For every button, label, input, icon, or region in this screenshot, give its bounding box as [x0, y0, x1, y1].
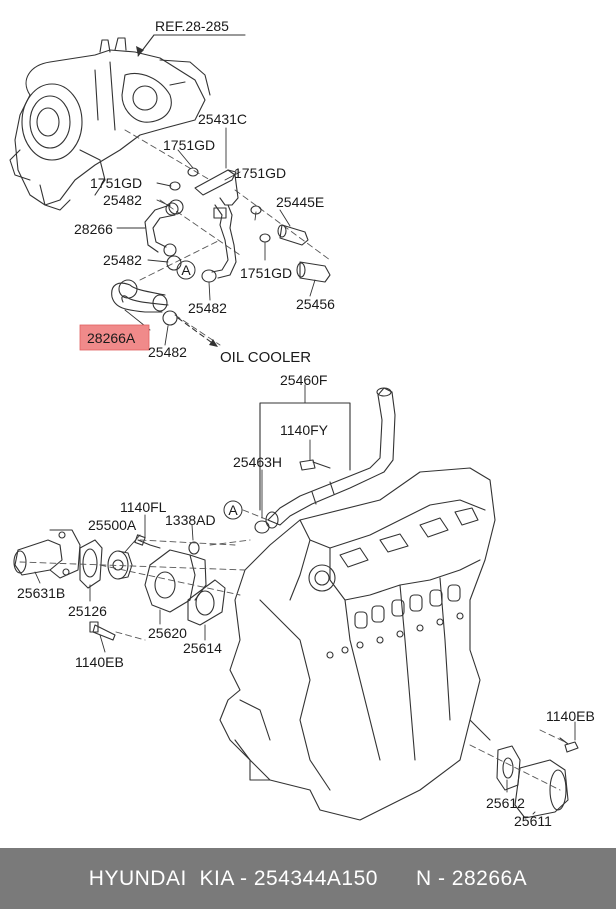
label-1751GD: 1751GD: [234, 165, 286, 181]
engine-block: [219, 467, 496, 821]
bolt-25445E: [277, 224, 309, 246]
label-25611: 25611: [514, 813, 552, 829]
gasket-25612: [496, 745, 521, 791]
label-25431C: 25431C: [198, 111, 247, 127]
label-1751GD: 1751GD: [240, 265, 292, 281]
bolt-1140FY: [299, 459, 331, 471]
label-oil-cooler: OIL COOLER: [220, 349, 311, 366]
pipe-25460F: [265, 387, 396, 529]
label-25614: 25614: [183, 640, 222, 656]
bolt-25456: [296, 261, 331, 283]
label-1751GD: 1751GD: [90, 175, 142, 191]
ref-leader: [137, 34, 246, 57]
marker-a-label: A: [228, 502, 238, 518]
footer-part-number: HYUNDAI KIA - 254344A150 N - 28266A: [88, 866, 528, 890]
label-25463H: 25463H: [233, 454, 282, 470]
label-28266: 28266: [74, 221, 113, 237]
marker-a-upper: A: [176, 260, 196, 280]
label-25500A: 25500A: [88, 517, 137, 533]
label-1140FL: 1140FL: [120, 499, 167, 515]
bolt-1140EB-right: [559, 737, 579, 753]
pipe-25431C: [194, 169, 239, 279]
gasket-25126: [79, 539, 103, 589]
fitting-25631B: [13, 529, 81, 579]
gasket-25614: [187, 579, 226, 626]
label-25456: 25456: [296, 296, 335, 312]
label-1140EB: 1140EB: [75, 654, 124, 670]
hose-28266A: [111, 279, 169, 313]
label-25612: 25612: [486, 795, 525, 811]
marker-a-label: A: [181, 262, 191, 278]
label-1338AD: 1338AD: [165, 512, 216, 528]
o-ring: [254, 520, 270, 534]
turbocharger: [9, 37, 211, 211]
thermostat-25500A: [107, 550, 133, 580]
label-25631B: 25631B: [17, 585, 65, 601]
label-1751GD: 1751GD: [163, 137, 215, 153]
highlight-28266A: [79, 324, 150, 351]
label-25126: 25126: [68, 603, 107, 619]
housing-25620: [144, 549, 207, 613]
fitting-25611: [514, 759, 569, 819]
parts-diagram: A A REF.28-285 25431C 1751GD 1751GD 1751…: [9, 18, 595, 829]
hose-28266: [144, 202, 179, 257]
label-25482: 25482: [148, 344, 187, 360]
footer-bar: HYUNDAI KIA - 254344A150 N - 28266A: [0, 848, 616, 909]
label-28266A: 28266A: [87, 330, 136, 346]
label-1140EB: 1140EB: [546, 708, 595, 724]
marker-a-lower: A: [223, 500, 243, 520]
label-25482: 25482: [103, 192, 142, 208]
label-25445E: 25445E: [276, 194, 324, 210]
label-25482: 25482: [103, 252, 142, 268]
clamp-icon: [168, 199, 184, 215]
label-25460F: 25460F: [280, 372, 327, 388]
label-1140FY: 1140FY: [280, 422, 329, 438]
label-ref: REF.28-285: [155, 18, 229, 34]
bolt-1140EB-left: [89, 621, 116, 641]
label-25620: 25620: [148, 625, 187, 641]
label-25482: 25482: [188, 300, 227, 316]
